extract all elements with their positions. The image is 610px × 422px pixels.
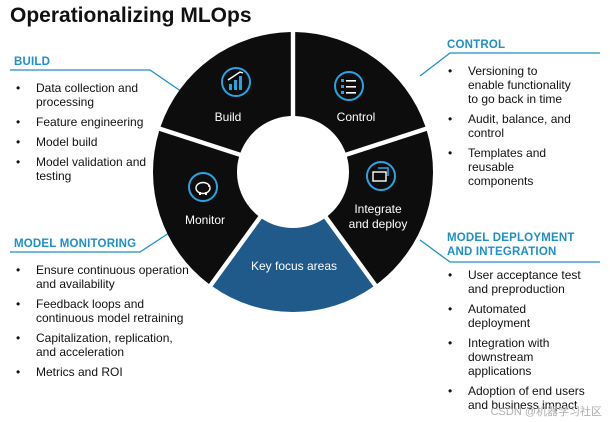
deployment-list: User acceptance test and preproduction A… <box>446 268 586 418</box>
list-icon <box>334 71 364 101</box>
monitor-segment-label: Monitor <box>185 213 225 227</box>
deployment-heading-line2: AND INTEGRATION <box>447 246 557 258</box>
integrate-label-line1: Integrate <box>354 202 402 216</box>
list-item: Capitalization, replication, and acceler… <box>14 331 196 359</box>
build-list: Data collection and processing Feature e… <box>14 81 164 189</box>
monitoring-heading: MODEL MONITORING <box>14 238 137 250</box>
integrate-segment <box>327 130 433 284</box>
list-item: Feedback loops and continuous model retr… <box>14 297 196 325</box>
build-leader <box>10 69 186 95</box>
list-item: User acceptance test and preproduction <box>446 268 586 296</box>
deployment-heading: MODEL DEPLOYMENT AND INTEGRATION <box>447 231 575 259</box>
control-list: Versioning to enable functionality to go… <box>446 64 576 194</box>
control-heading: CONTROL <box>447 39 506 51</box>
list-item: Model validation and testing <box>14 155 164 183</box>
build-heading: BUILD <box>14 56 51 68</box>
control-segment <box>295 32 426 153</box>
list-item: Feature engineering <box>14 115 164 129</box>
list-item: Automated deployment <box>446 302 586 330</box>
key-focus-label: Key focus areas <box>251 259 337 273</box>
control-leader <box>419 52 600 77</box>
control-segment-label: Control <box>337 110 376 124</box>
deploy-icon <box>366 161 396 191</box>
list-item: Audit, balance, and control <box>446 112 576 140</box>
deployment-heading-line1: MODEL DEPLOYMENT <box>447 232 575 244</box>
bar-chart-icon <box>221 67 251 97</box>
watermark: CSDN @机器学习社区 <box>490 406 602 418</box>
piggy-bank-icon <box>188 172 218 202</box>
list-item: Adoption of end users and business impac… <box>446 384 586 412</box>
key-focus-segment <box>212 218 374 312</box>
monitoring-leader <box>10 230 173 253</box>
list-item: Versioning to enable functionality to go… <box>446 64 576 106</box>
monitor-segment <box>153 130 259 284</box>
list-item: Integration with downstream applications <box>446 336 586 378</box>
build-segment-label: Build <box>215 110 242 124</box>
list-item: Templates and reusable components <box>446 146 576 188</box>
list-item: Ensure continuous operation and availabi… <box>14 263 196 291</box>
deployment-leader <box>419 239 600 263</box>
page-title: Operationalizing MLOps <box>10 4 252 27</box>
list-item: Model build <box>14 135 164 149</box>
list-item: Data collection and processing <box>14 81 164 109</box>
integrate-label-line2: and deploy <box>349 217 408 231</box>
list-item: Metrics and ROI <box>14 365 196 379</box>
monitoring-list: Ensure continuous operation and availabi… <box>14 263 196 385</box>
